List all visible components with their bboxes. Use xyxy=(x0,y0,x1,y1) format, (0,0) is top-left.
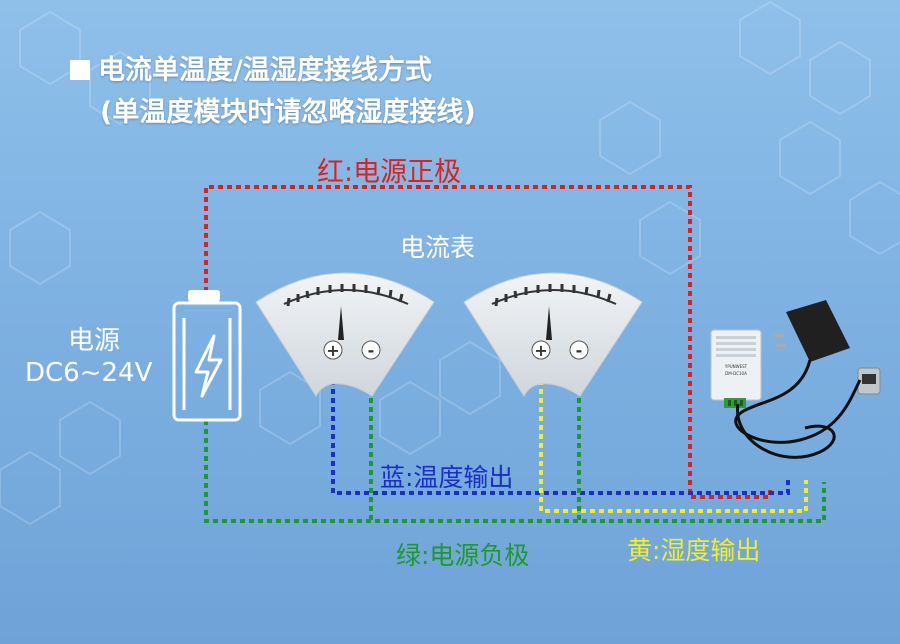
module-brand: YPUNWEST xyxy=(724,364,748,369)
plus-icon: + xyxy=(323,340,343,360)
ammeter-1: + - xyxy=(255,272,435,398)
yellow-wire-label: 黄:湿度输出 xyxy=(627,536,761,565)
meter-2-plus-symbol: + xyxy=(534,341,547,360)
title-line-1: 电流单温度/温湿度接线方式 xyxy=(98,55,432,86)
plus-icon: + xyxy=(531,340,551,360)
power-label-line-1: 电源 xyxy=(68,326,121,356)
yellow-wire xyxy=(539,362,808,513)
blue-wire-label: 蓝:温度输出 xyxy=(380,463,514,492)
lightning-icon xyxy=(194,334,223,398)
square-bullet-icon xyxy=(70,60,90,80)
meter-1-minus-symbol: - xyxy=(368,341,375,360)
green-wire xyxy=(204,420,826,523)
battery-icon xyxy=(172,290,242,422)
blue-wire xyxy=(331,362,790,495)
minus-icon: - xyxy=(361,340,381,360)
power-label-line-2: DC6~24V xyxy=(25,358,153,388)
red-wire-label: 红:电源正极 xyxy=(317,157,462,188)
minus-icon: - xyxy=(569,340,589,360)
ammeter-2: + - xyxy=(463,272,643,398)
green-wire-label: 绿:电源负极 xyxy=(396,541,530,570)
page-title: 电流单温度/温湿度接线方式 xyxy=(70,48,432,87)
meter-2-minus-symbol: - xyxy=(576,341,583,360)
meter-1-needle xyxy=(338,306,344,340)
power-adapter-icon xyxy=(734,300,881,459)
title-line-2: (单温度模块时请忽略湿度接线) xyxy=(100,97,476,128)
module-model: DM-DC10A xyxy=(725,371,747,376)
sensor-module-icon: YPUNWEST DM-DC10A xyxy=(710,329,762,408)
ammeter-title: 电流表 xyxy=(400,233,476,262)
meter-2-needle xyxy=(546,306,552,340)
meter-1-plus-symbol: + xyxy=(326,341,339,360)
